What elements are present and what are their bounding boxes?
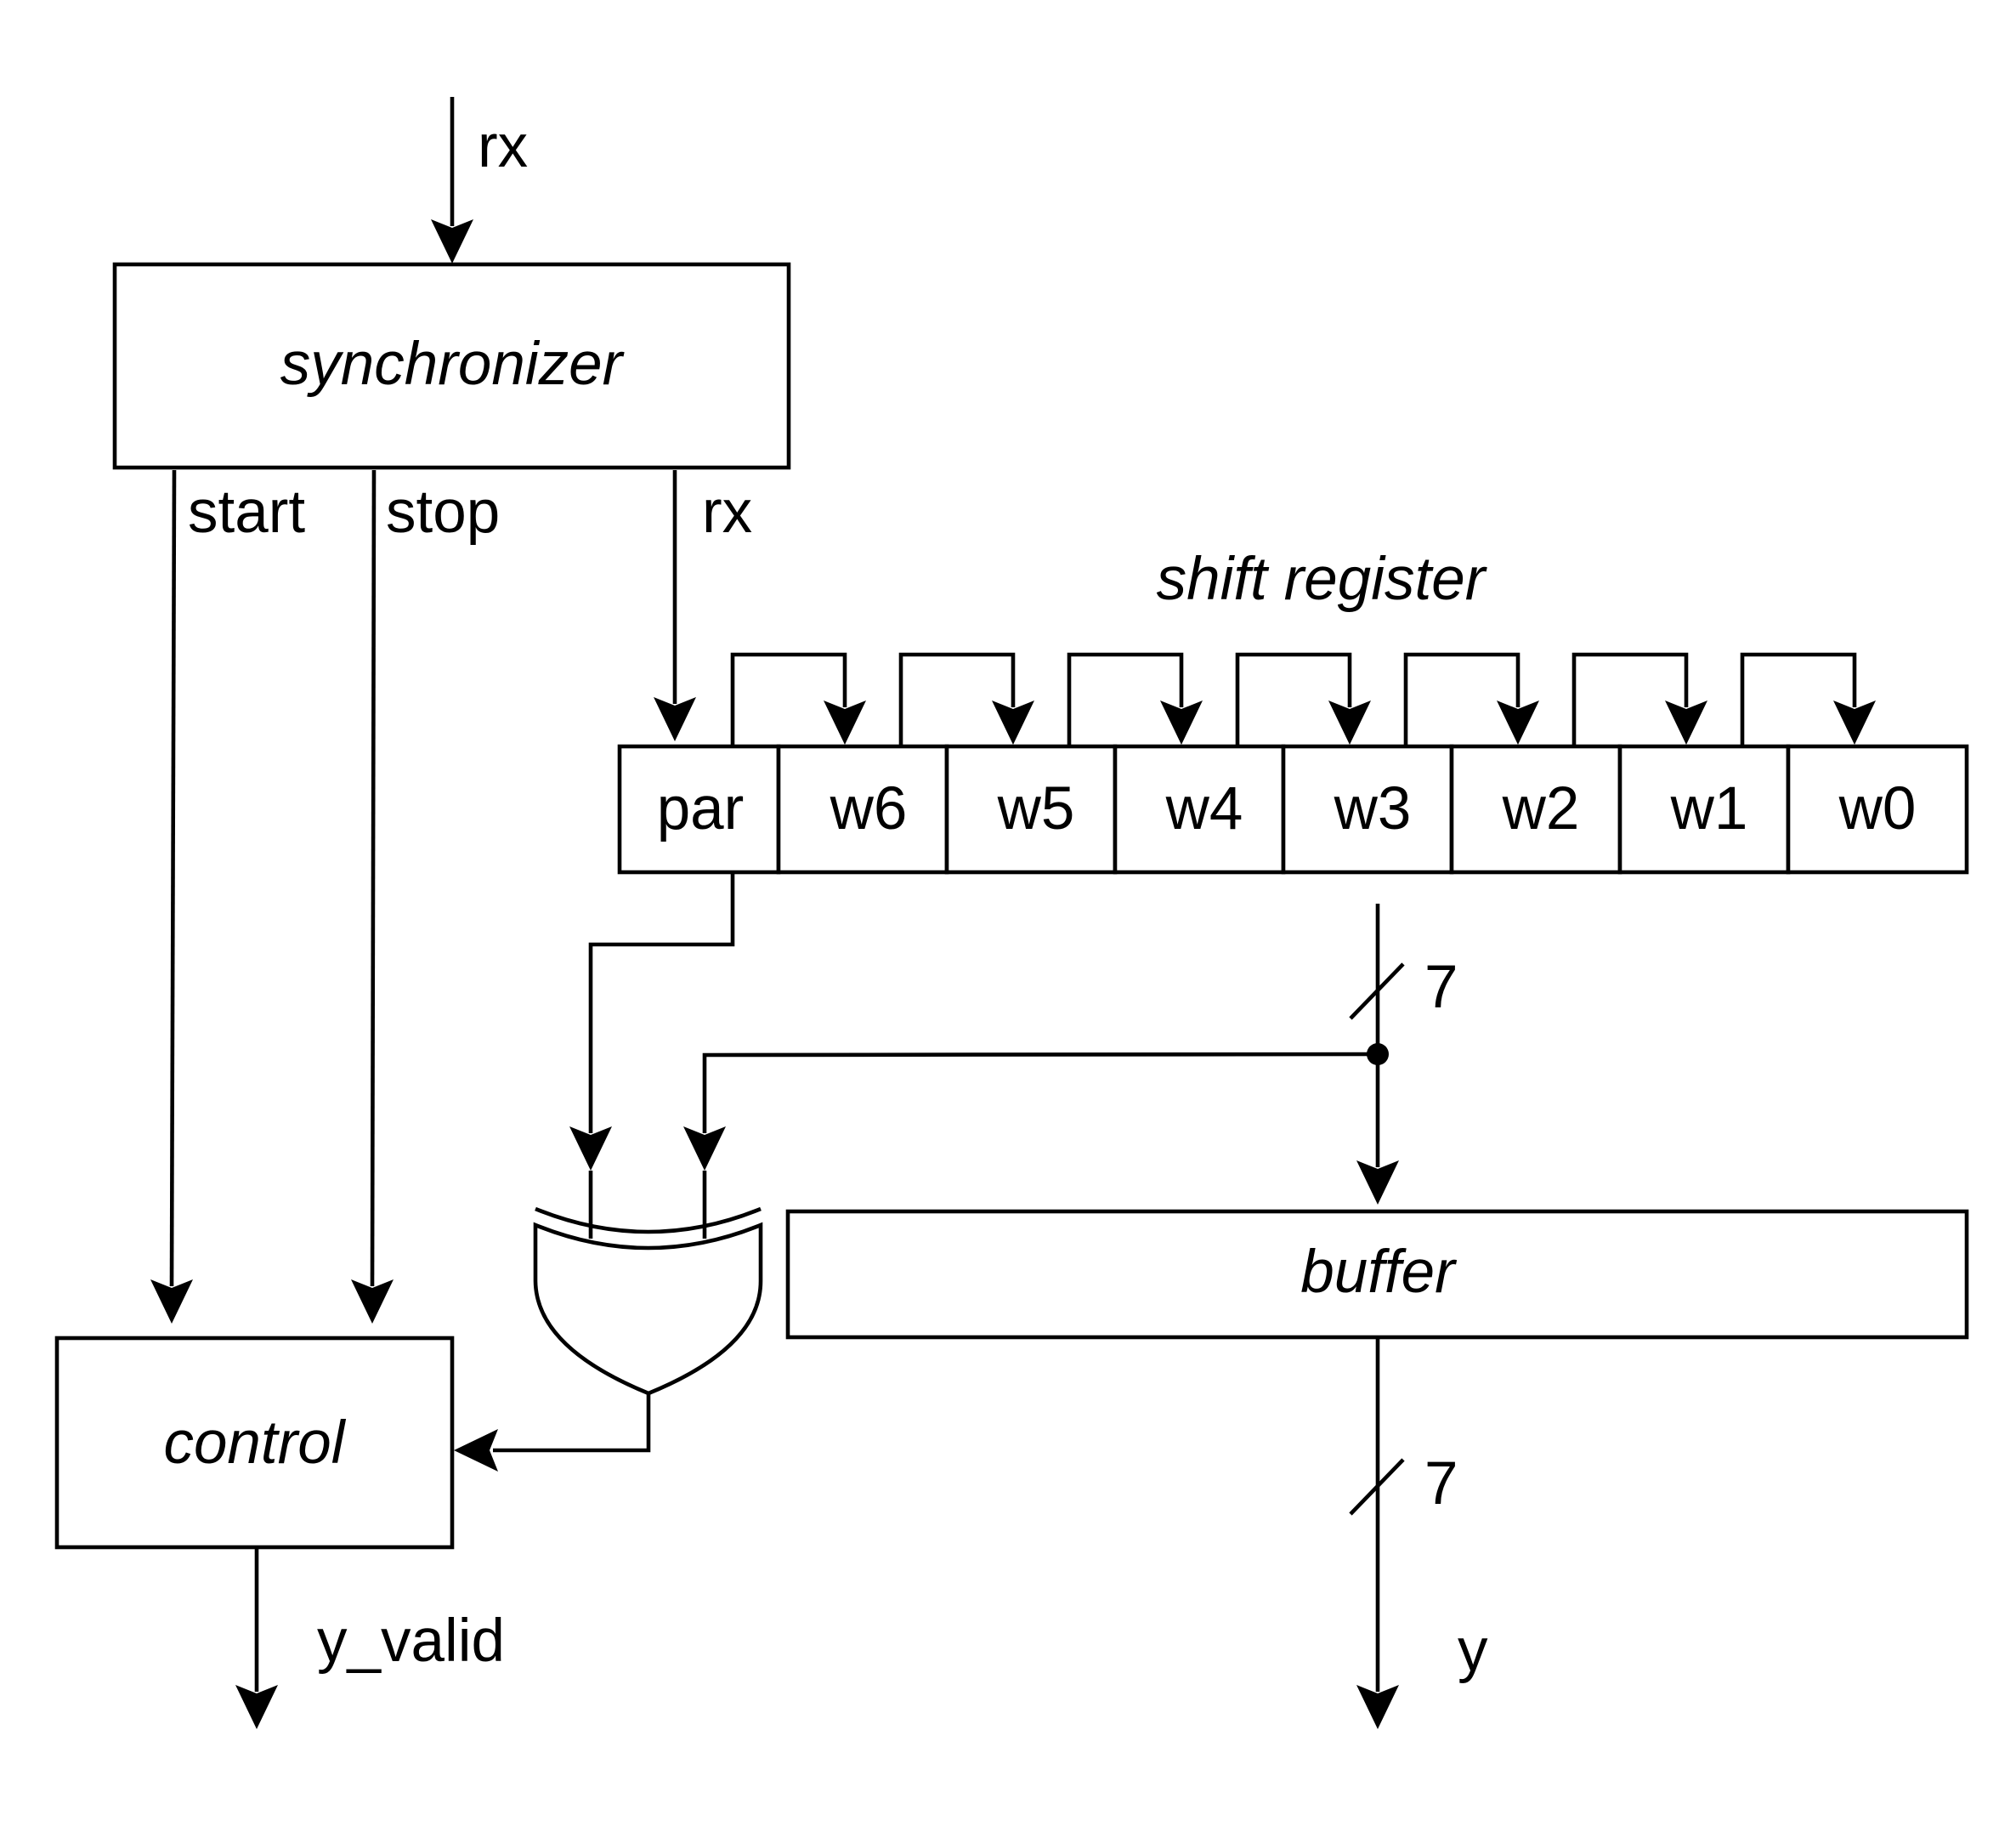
shift-arrows	[730, 652, 1876, 745]
shift-arrow	[1067, 652, 1203, 745]
register-cell-label: w2	[1502, 775, 1580, 842]
shift-register: par w6 w5 w4 w3 w2 w1 w0	[617, 744, 1969, 875]
stop-signal-arrow	[351, 469, 394, 1324]
stop-label: stop	[386, 479, 500, 546]
start-label: start	[188, 479, 305, 546]
bus-width-slash	[1349, 962, 1405, 1020]
junction-dot	[1367, 1043, 1389, 1065]
start-signal-arrow	[150, 469, 193, 1324]
register-cell-label: w4	[1165, 775, 1243, 842]
shift-arrow	[730, 652, 866, 745]
rx-input-arrow	[431, 97, 473, 264]
shift-arrow	[898, 652, 1034, 745]
bus-width-upper-label: 7	[1424, 954, 1458, 1021]
register-cell-label: w0	[1838, 775, 1917, 842]
shift-arrow	[1740, 652, 1876, 745]
shift-arrow	[1235, 652, 1371, 745]
bus-width-slash	[1349, 1458, 1405, 1516]
parity-to-xor-arrow	[569, 873, 735, 1171]
register-cell-label: w3	[1334, 775, 1412, 842]
bus-to-xor-arrow	[683, 1043, 1389, 1171]
xor-gate	[533, 1171, 763, 1396]
shift-arrow	[1403, 652, 1539, 745]
register-cell-w4	[1113, 744, 1286, 875]
shift-register-title: shift register	[1157, 546, 1488, 613]
y-output-label: y	[1458, 1617, 1488, 1684]
y-valid-output-arrow	[235, 1549, 278, 1729]
xor-to-control-arrow	[454, 1393, 651, 1472]
rx-to-par-arrow	[654, 470, 696, 741]
rx-input-label: rx	[478, 113, 528, 180]
register-cell-w1	[1617, 744, 1791, 875]
register-cell-w5	[944, 744, 1118, 875]
register-cell-w0	[1786, 744, 1969, 875]
shift-arrow	[1571, 652, 1707, 745]
register-cell-label: w5	[997, 775, 1075, 842]
synchronizer-label: synchronizer	[280, 331, 626, 398]
bus-width-lower-label: 7	[1424, 1450, 1458, 1517]
synchronizer-block: synchronizer	[112, 262, 791, 470]
data-bus-upper	[1349, 904, 1405, 1205]
register-cell-label: w1	[1670, 775, 1748, 842]
register-cell-label: par	[657, 775, 745, 842]
register-cell-w2	[1449, 744, 1622, 875]
buffer-label: buffer	[1300, 1239, 1458, 1306]
control-label: control	[163, 1409, 346, 1477]
register-cell-label: w6	[830, 775, 908, 842]
register-cell-w3	[1281, 744, 1454, 875]
y-valid-label: y_valid	[317, 1608, 505, 1675]
buffer-block: buffer	[785, 1209, 1969, 1340]
output-bus-y	[1349, 1339, 1405, 1729]
control-block: control	[54, 1336, 455, 1550]
rx-output-label: rx	[702, 479, 752, 546]
